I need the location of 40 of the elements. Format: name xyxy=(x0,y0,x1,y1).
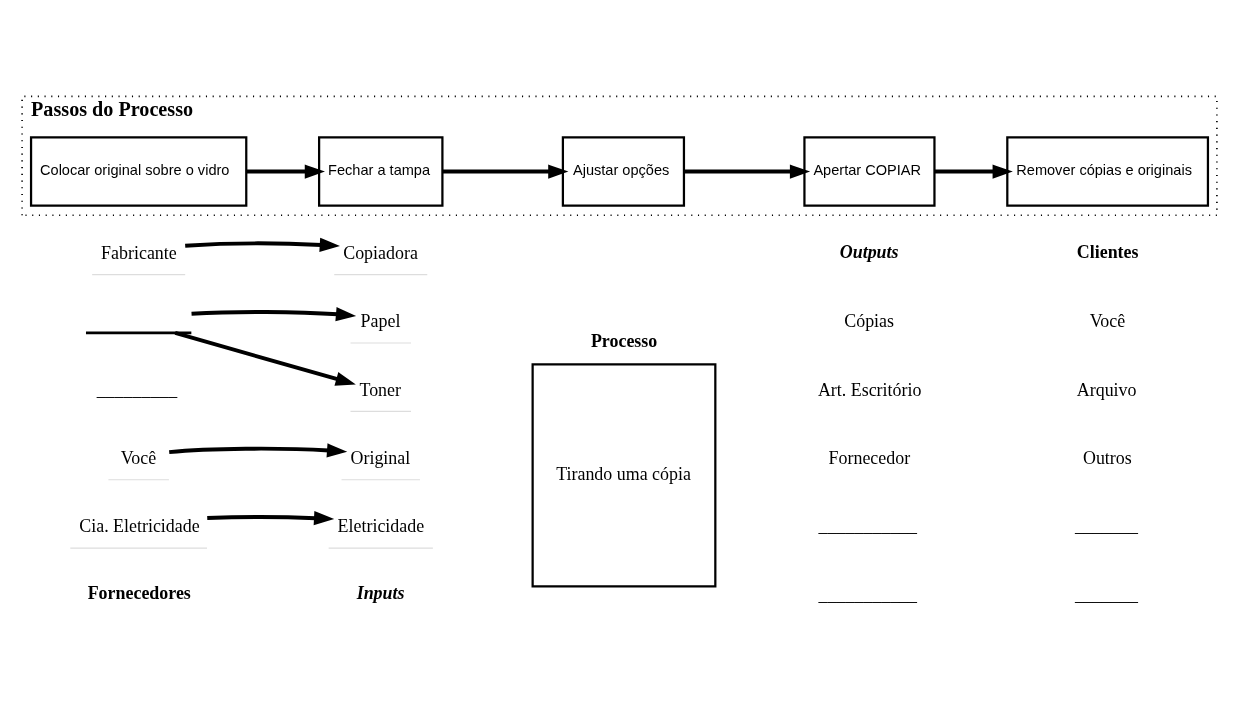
label: Você xyxy=(1089,311,1126,332)
node-text: Fabricante xyxy=(101,242,177,263)
label: Clientes xyxy=(1076,241,1139,262)
label: Cópias xyxy=(844,311,895,332)
arrow xyxy=(684,164,811,179)
label: Art. Escritório xyxy=(817,379,922,400)
arrow xyxy=(191,307,357,322)
label: Inputs xyxy=(356,583,405,604)
arrow xyxy=(442,164,569,179)
node-box: Fechar a tampa xyxy=(318,136,444,207)
node-box: Ajustar opções xyxy=(561,136,686,207)
node-text: Papel xyxy=(360,311,401,332)
node-box: Remover cópias e originais xyxy=(1006,136,1210,207)
node-text: Original xyxy=(350,447,411,468)
node-line xyxy=(86,331,192,335)
label: Outros xyxy=(1082,447,1132,468)
arrow xyxy=(169,443,348,458)
arrow xyxy=(185,237,340,252)
label: _______ xyxy=(1075,584,1138,605)
label: _________ xyxy=(96,379,178,400)
node-text: Copiadora xyxy=(343,242,418,263)
label: ___________ xyxy=(818,516,918,537)
arrow xyxy=(934,164,1013,179)
node-text: Você xyxy=(120,447,157,468)
label: Outputs xyxy=(839,241,899,262)
label: ___________ xyxy=(818,584,918,605)
node-text: Eletricidade xyxy=(337,516,425,537)
node-text: Toner xyxy=(359,379,402,400)
arrow xyxy=(246,164,325,179)
node-label: Processo xyxy=(590,331,658,352)
label: Arquivo xyxy=(1076,379,1137,400)
label: Fornecedor xyxy=(828,447,911,468)
node-box: Tirando uma cópia xyxy=(531,363,717,588)
label: Fornecedores xyxy=(87,583,191,604)
node-text: Cia. Eletricidade xyxy=(79,516,200,537)
node-box: Apertar COPIAR xyxy=(803,136,936,207)
arrow xyxy=(207,511,335,526)
arrow xyxy=(174,331,356,386)
label: _______ xyxy=(1075,516,1138,537)
node-box: Colocar original sobre o vidro xyxy=(29,136,248,207)
